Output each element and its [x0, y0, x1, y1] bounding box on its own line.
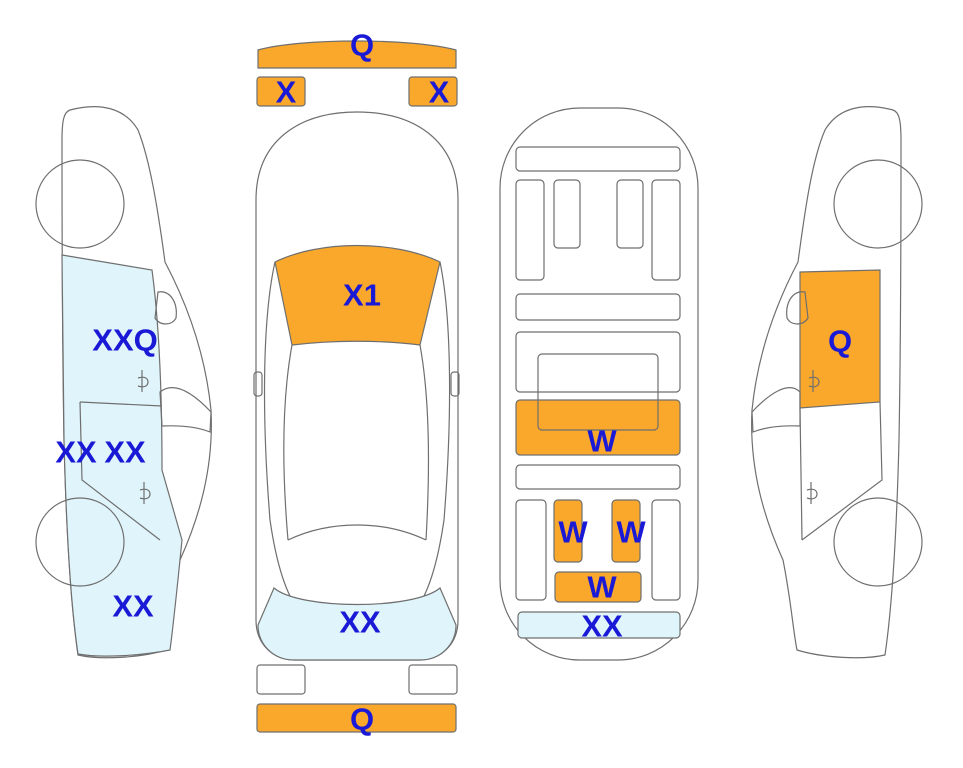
- underside-front-left-rail: [515, 179, 545, 281]
- right-side-body-outline: [751, 106, 902, 659]
- right-side-handle-rear: [806, 482, 818, 504]
- right-side-door-seam-lower: [801, 401, 883, 541]
- top-cabin-inner-right: [419, 344, 430, 541]
- underside-right-rail: [611, 499, 641, 563]
- top-right-headlight: [408, 76, 458, 107]
- underside-mid-frame: [515, 331, 681, 393]
- label-left-rear-quarter: XX: [112, 589, 154, 624]
- label-top-right-headlight: X: [429, 75, 450, 110]
- top-rear-damage: [257, 587, 457, 661]
- left-side-handle-rear: [139, 482, 151, 504]
- top-front-bumper: [257, 40, 457, 69]
- top-mirror-left: [253, 371, 263, 397]
- label-underside-right-rail: W: [616, 515, 646, 550]
- right-side-wheel-front: [833, 159, 923, 249]
- label-top-hood: X1: [343, 278, 381, 313]
- label-underside-center-bar: W: [587, 424, 617, 459]
- right-side-door-seam: [799, 407, 803, 541]
- underside-front-right-rail: [651, 179, 681, 281]
- label-left-front-door: XXQ: [92, 323, 157, 358]
- underside-front-cross: [515, 293, 681, 321]
- underside-front-bar: [515, 146, 681, 172]
- underside-left-rail: [553, 499, 583, 563]
- underside-rear-left-outer: [515, 499, 547, 601]
- right-side-wheel-rear: [833, 497, 923, 587]
- underside-view: W W W W XX: [499, 107, 699, 661]
- label-underside-left-rail: W: [558, 515, 588, 550]
- right-side-mirror: [786, 291, 809, 325]
- top-left-headlight: [256, 76, 306, 107]
- underside-rear-bar: [517, 611, 681, 639]
- left-side-handle-front: [137, 370, 149, 392]
- left-side-door-seam-upper: [79, 401, 163, 407]
- left-side-wheel-front: [35, 159, 125, 249]
- top-rear-window: [287, 524, 427, 541]
- label-underside-rear-bar: XX: [581, 609, 623, 644]
- left-side-damage-area: [61, 254, 183, 657]
- underside-center-bar: [515, 399, 681, 456]
- left-side-view: XXQ XX XX XX: [35, 106, 212, 659]
- label-top-rear-bumper: Q: [350, 702, 374, 737]
- label-left-rear-door-a: XX: [55, 435, 97, 470]
- right-side-window: [751, 387, 801, 433]
- underside-front-right-inner: [616, 179, 644, 249]
- label-left-rear-door-b: XX: [104, 435, 146, 470]
- left-side-door-seam-lower: [79, 401, 161, 541]
- underside-engine-block: [537, 353, 659, 431]
- label-top-rear: XX: [339, 605, 381, 640]
- top-mirror-right: [450, 371, 460, 397]
- top-right-taillight: [408, 664, 458, 695]
- top-cabin-inner-left: [283, 344, 293, 541]
- label-underside-rear-cross: W: [587, 570, 617, 605]
- top-view: Q X X X1 XX Q: [253, 28, 460, 737]
- left-side-window: [159, 387, 212, 433]
- left-side-wheel-rear: [35, 497, 125, 587]
- label-top-front-bumper: Q: [350, 28, 374, 63]
- label-top-left-headlight: X: [276, 75, 297, 110]
- top-rear-bumper: [256, 703, 457, 733]
- right-side-handle-front: [808, 370, 820, 392]
- underside-front-left-inner: [553, 179, 581, 249]
- underside-outline: [499, 107, 699, 661]
- underside-rear-cross: [554, 571, 642, 603]
- top-cabin-right: [413, 261, 451, 613]
- underside-rear-cross-upper: [515, 464, 681, 490]
- underside-rear-right-outer: [651, 499, 681, 601]
- left-side-mirror: [154, 291, 177, 325]
- top-cabin-left: [263, 261, 301, 613]
- top-left-taillight: [256, 664, 306, 695]
- right-side-view: Q: [751, 106, 923, 659]
- label-right-front-door: Q: [828, 324, 852, 359]
